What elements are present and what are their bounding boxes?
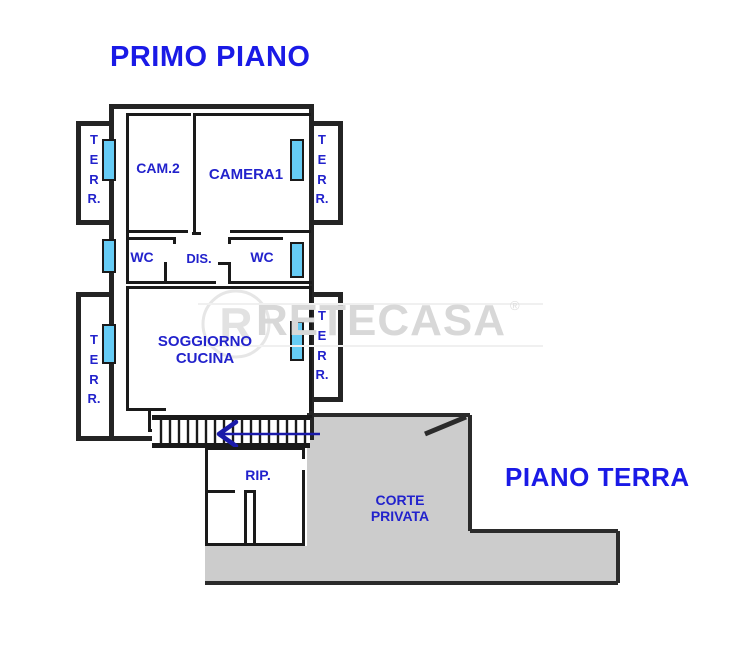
room-label-ripostiglio: RIP. [245,467,271,483]
corte-line-1: CORTE [375,492,425,508]
terr-letter-t: T [318,308,326,323]
terr-letter-e: E [89,351,99,367]
terr-letter-r1: R [89,371,99,387]
window-soggiorno-left [102,324,116,364]
terr-letter-r1: R [89,171,99,187]
soggiorno-line-1: SOGGIORNO [157,333,253,350]
title-primo-piano: PRIMO PIANO [110,41,311,73]
room-label-disimpegno: DIS. [186,251,212,266]
room-label-corte-privata: CORTE PRIVATA [355,492,445,524]
window-wc-left [102,239,116,273]
title-piano-terra: PIANO TERRA [505,462,690,492]
terrace-label-lower-right: T E R R. [312,306,332,385]
stair-direction-arrow-icon [216,419,320,449]
terrace-label-upper-right: T E R R. [312,130,332,209]
terr-letter-t: T [318,132,326,147]
staircase [152,416,320,449]
terr-letter-r1: R [317,171,327,187]
terrace-label-upper-left: T E R R. [84,130,104,209]
room-label-wc-left: WC [130,249,154,265]
soggiorno-line-2: CUCINA [175,350,235,368]
courtyard-outline [205,413,620,585]
windows-group [102,139,304,364]
room-label-cam-2: CAM.2 [136,160,180,176]
courtyard-fill [205,416,618,583]
room-label-wc-right: WC [250,249,274,265]
ground-floor-partitions [205,447,305,546]
window-wc-right [290,242,304,278]
window-cam2 [102,139,116,181]
corte-line-2: PRIVATA [370,508,430,525]
room-label-camera-1: CAMERA1 [208,166,284,183]
terr-letter-r2: R. [315,191,329,207]
gate-symbol-icon [424,414,467,437]
terr-letter-e: E [89,151,99,167]
terr-letter-r2: R. [87,191,101,207]
room-label-soggiorno-cucina: SOGGIORNO CUCINA [140,333,270,368]
terr-letter-r2: R. [87,391,101,407]
terr-letter-e: E [317,151,327,167]
terr-letter-t: T [90,132,98,147]
terrace-label-lower-left: T E R R. [84,330,104,409]
window-soggiorno-right [290,321,304,361]
window-camera1 [290,139,304,181]
terr-letter-r2: R. [315,367,329,383]
terr-letter-e: E [317,327,327,343]
terr-letter-t: T [90,332,98,347]
terr-letter-r1: R [317,347,327,363]
